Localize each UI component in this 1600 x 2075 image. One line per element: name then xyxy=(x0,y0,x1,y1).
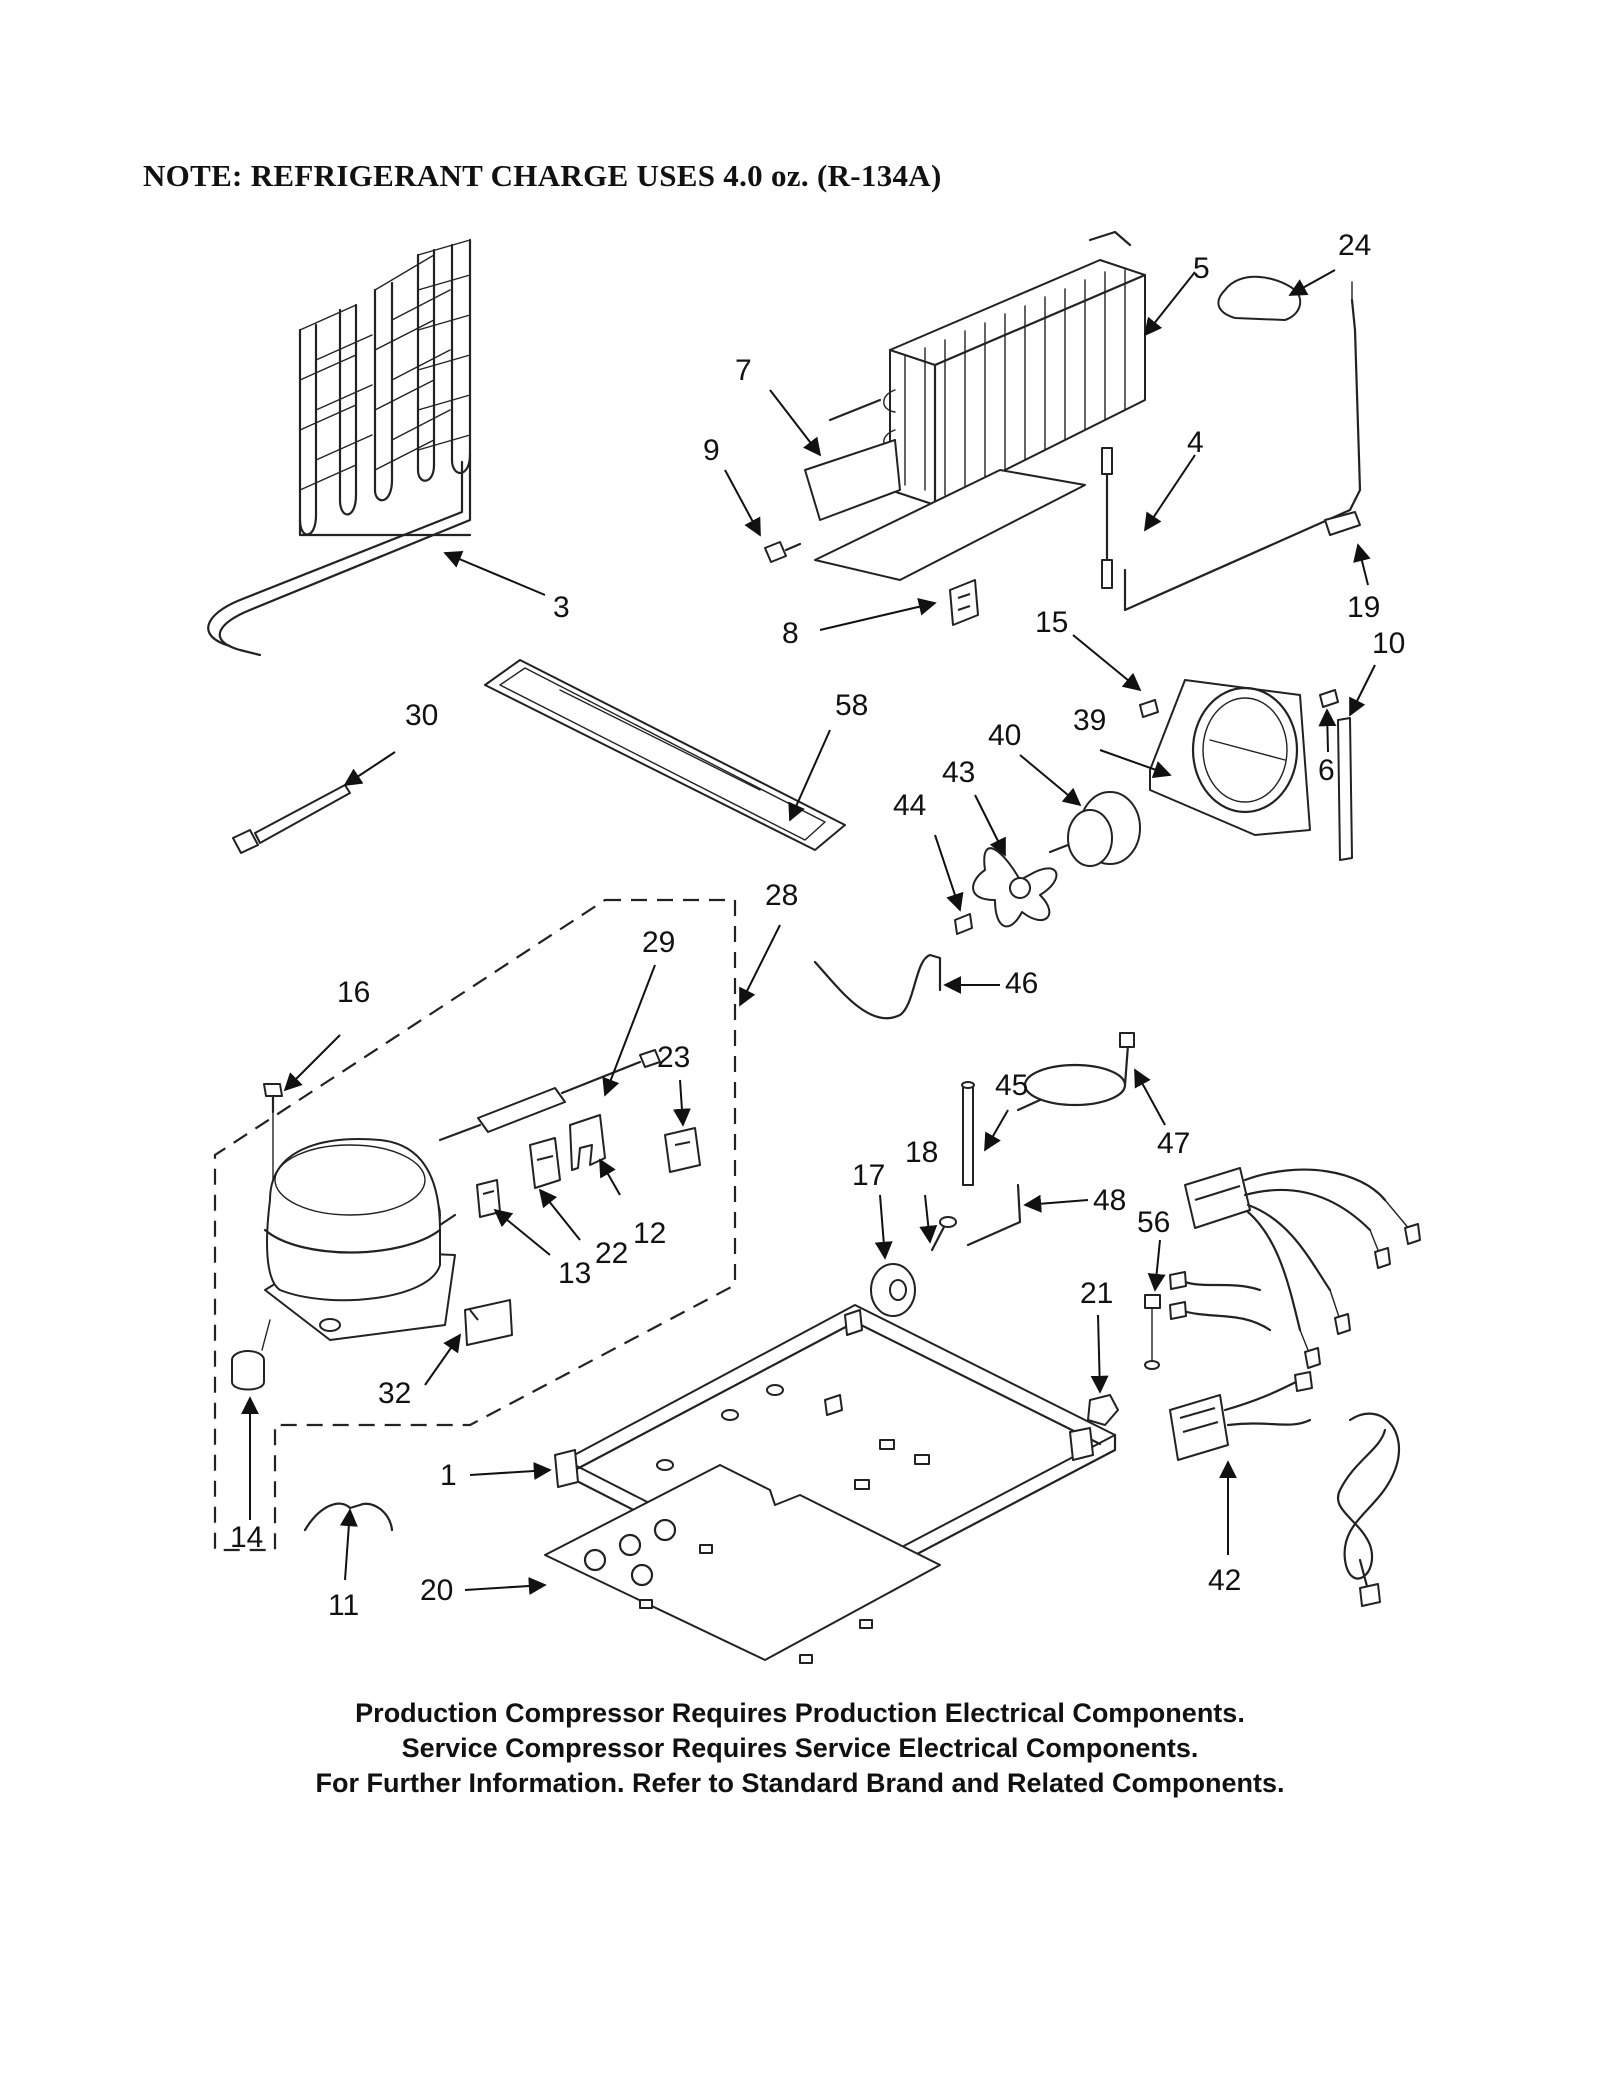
fan-blade-clip xyxy=(954,913,973,935)
fan-blade xyxy=(972,847,1058,928)
callout-10: 10 xyxy=(1372,627,1405,660)
seal-strip xyxy=(1337,717,1353,861)
capacitor xyxy=(464,1299,513,1346)
screw xyxy=(764,541,802,563)
wire-clip xyxy=(303,1502,394,1532)
post xyxy=(961,1081,975,1186)
callout-40: 40 xyxy=(988,719,1021,752)
callout-7: 7 xyxy=(735,354,752,387)
callout-12: 12 xyxy=(633,1217,666,1250)
callout-13: 13 xyxy=(558,1257,591,1290)
roller-pin xyxy=(930,1216,957,1252)
wiring-harness xyxy=(1169,1167,1421,1607)
bottom-plate xyxy=(544,1464,941,1664)
callout-leaders xyxy=(241,269,1376,1595)
callout-20: 20 xyxy=(420,1574,453,1607)
callout-14: 14 xyxy=(230,1521,263,1554)
terminal-connector xyxy=(664,1127,701,1173)
relay-cover xyxy=(569,1114,606,1171)
callout-3: 3 xyxy=(553,591,570,624)
callout-6: 6 xyxy=(1318,754,1335,787)
callout-58: 58 xyxy=(835,689,868,722)
relay xyxy=(529,1137,561,1189)
callout-47: 47 xyxy=(1157,1127,1190,1160)
footer-line-2: Service Compressor Requires Service Elec… xyxy=(401,1733,1199,1763)
callout-29: 29 xyxy=(642,926,675,959)
callout-28: 28 xyxy=(765,879,798,912)
callout-48: 48 xyxy=(1093,1184,1126,1217)
callout-24: 24 xyxy=(1338,229,1371,262)
callout-17: 17 xyxy=(852,1159,885,1192)
ground-screw-56 xyxy=(1144,1294,1161,1370)
filter-drier xyxy=(438,1049,661,1142)
callout-44: 44 xyxy=(893,789,926,822)
thermostat-wire xyxy=(1123,281,1362,612)
compressor xyxy=(263,1138,457,1341)
callout-18: 18 xyxy=(905,1136,938,1169)
nut xyxy=(1087,1394,1119,1426)
fan-shroud xyxy=(1139,679,1339,836)
callout-56: 56 xyxy=(1137,1206,1170,1239)
footer-line-1: Production Compressor Requires Productio… xyxy=(355,1698,1245,1728)
callout-1: 1 xyxy=(440,1459,457,1492)
evaporator xyxy=(804,230,1147,581)
compressor-group-outline xyxy=(213,898,737,1552)
callout-43: 43 xyxy=(942,756,975,789)
callout-4: 4 xyxy=(1187,426,1204,459)
callout-23: 23 xyxy=(657,1041,690,1074)
callout-5: 5 xyxy=(1193,252,1210,285)
callout-45: 45 xyxy=(995,1069,1028,1102)
capillary-tube xyxy=(1016,1032,1135,1112)
compressor-grommet xyxy=(231,1319,271,1391)
callout-15: 15 xyxy=(1035,606,1068,639)
defrost-heater-wire xyxy=(1101,447,1113,589)
callout-46: 46 xyxy=(1005,967,1038,1000)
callout-11: 11 xyxy=(328,1589,359,1622)
roller xyxy=(870,1263,916,1317)
callout-30: 30 xyxy=(405,699,438,732)
callout-9: 9 xyxy=(703,434,720,467)
callout-21: 21 xyxy=(1080,1277,1113,1310)
refrigerant-note: NOTE: REFRIGERANT CHARGE USES 4.0 oz. (R… xyxy=(143,158,942,193)
callout-39: 39 xyxy=(1073,704,1106,737)
cable-tie xyxy=(232,784,351,854)
drain-pan xyxy=(484,659,846,851)
tube-48 xyxy=(966,1183,1022,1247)
callout-8: 8 xyxy=(782,617,799,650)
callout-19: 19 xyxy=(1347,591,1380,624)
cover xyxy=(1217,275,1302,321)
condenser-coil xyxy=(207,238,472,657)
fan-motor xyxy=(1048,791,1141,867)
footer-line-3: For Further Information. Refer to Standa… xyxy=(315,1768,1285,1798)
callout-32: 32 xyxy=(378,1377,411,1410)
callout-16: 16 xyxy=(337,976,370,1009)
callout-22: 22 xyxy=(595,1237,628,1270)
callout-42: 42 xyxy=(1208,1564,1241,1597)
callout-labels: 3 7 9 8 5 24 4 19 15 10 6 39 40 43 44 58… xyxy=(230,229,1405,1622)
clip xyxy=(949,579,979,626)
tube-46 xyxy=(813,953,942,1020)
